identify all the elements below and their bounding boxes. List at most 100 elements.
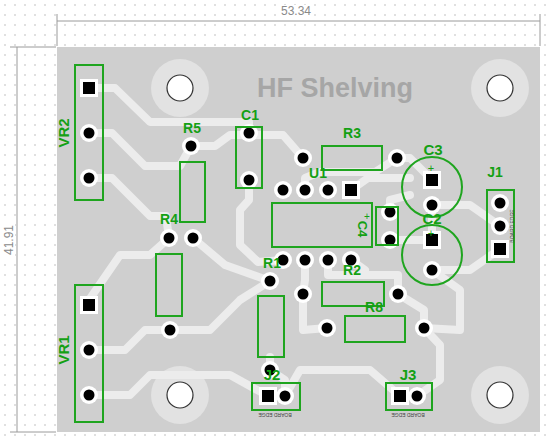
mounting-hole	[487, 75, 513, 101]
solder-pad	[491, 217, 509, 235]
solder-pad	[184, 229, 202, 247]
solder-pad	[394, 390, 406, 402]
solder-pad	[274, 181, 292, 199]
solder-pad	[261, 272, 279, 290]
part-name: J3	[400, 367, 417, 382]
solder-pad	[259, 387, 277, 405]
solder-pad	[80, 296, 98, 314]
solder-pad	[294, 285, 312, 303]
solder-pad	[495, 221, 506, 232]
component-outline	[487, 190, 514, 262]
part-name: J1	[487, 165, 503, 179]
part-name: R5	[183, 121, 201, 135]
solder-pad	[165, 325, 176, 336]
solder-pad	[259, 387, 277, 405]
solder-pad	[494, 243, 506, 255]
solder-pad	[408, 387, 426, 405]
mounting-hole	[151, 59, 209, 117]
part-name: C2	[422, 211, 441, 226]
solder-pad	[342, 181, 360, 199]
solder-pad	[318, 319, 336, 337]
component-outline	[258, 296, 284, 357]
solder-pad	[296, 181, 314, 199]
part-name: C4	[356, 221, 369, 238]
solder-pad	[381, 231, 399, 249]
solder-pad	[160, 229, 178, 247]
solder-pad	[318, 319, 336, 337]
dimension-line	[57, 14, 58, 46]
solder-pad	[298, 289, 309, 300]
solder-pad	[345, 184, 357, 196]
mounting-hole	[471, 366, 529, 424]
part-name: J2	[264, 367, 281, 382]
mounting-hole	[487, 382, 513, 408]
component-outline	[75, 65, 514, 422]
solder-pad	[385, 207, 396, 218]
solder-pad	[426, 174, 438, 186]
copper-trace	[89, 330, 170, 350]
board-edge-note: BOARD EDGE	[391, 412, 424, 417]
part-name: VR2	[56, 118, 71, 147]
solder-pad	[84, 173, 95, 184]
solder-pad	[294, 149, 312, 167]
solder-pad	[391, 387, 409, 405]
solder-pad	[262, 390, 274, 402]
solder-pad	[294, 285, 312, 303]
part-name: R8	[365, 300, 383, 314]
mounting-hole	[167, 382, 193, 408]
solder-pad	[80, 386, 98, 404]
component-outline	[376, 207, 398, 245]
solder-pad	[491, 240, 509, 258]
dimension-line	[10, 432, 56, 433]
solder-pad	[300, 255, 311, 266]
solder-pad	[296, 181, 314, 199]
copper-trace	[89, 178, 169, 238]
copper-trace	[89, 133, 191, 166]
component-outline	[75, 65, 103, 200]
solder-pad	[84, 390, 95, 401]
solder-pad	[184, 229, 202, 247]
polarity-mark: +	[428, 228, 434, 239]
component-outline	[402, 225, 462, 285]
part-name: R4	[160, 212, 178, 226]
solder-pad	[240, 171, 258, 189]
polarity-mark: +	[428, 163, 434, 174]
solder-pad	[491, 194, 509, 212]
solder-pad	[274, 181, 292, 199]
board-title: HF Shelving	[257, 75, 413, 102]
solder-pad	[83, 82, 95, 94]
solder-pad	[164, 233, 175, 244]
solder-pad	[300, 185, 311, 196]
solder-pad	[491, 240, 509, 258]
solder-pad	[388, 149, 406, 167]
copper-trace	[89, 88, 500, 396]
solder-pad	[296, 251, 314, 269]
dimension-line	[10, 47, 56, 48]
solder-pad	[244, 128, 255, 139]
component-outline	[322, 146, 382, 170]
solder-pad	[408, 387, 426, 405]
solder-pad	[423, 261, 441, 279]
part-name: R3	[343, 126, 361, 140]
solder-pad	[80, 169, 98, 187]
part-name: R1	[263, 256, 281, 270]
solder-pad	[423, 261, 441, 279]
solder-pad	[319, 181, 337, 199]
solder-pad	[161, 321, 179, 339]
dimension-line	[17, 47, 18, 432]
solder-pad	[427, 265, 438, 276]
dimension-line	[10, 14, 540, 432]
component-outline	[75, 285, 103, 422]
solder-pad	[323, 255, 334, 266]
solder-pad	[182, 137, 200, 155]
component-outline	[180, 162, 205, 222]
solder-pad	[385, 235, 396, 246]
solder-pad	[319, 181, 337, 199]
part-name: R2	[343, 263, 361, 277]
solder-pad	[161, 321, 179, 339]
solder-pad	[160, 229, 178, 247]
component-outline	[402, 157, 462, 217]
solder-pad	[298, 153, 309, 164]
